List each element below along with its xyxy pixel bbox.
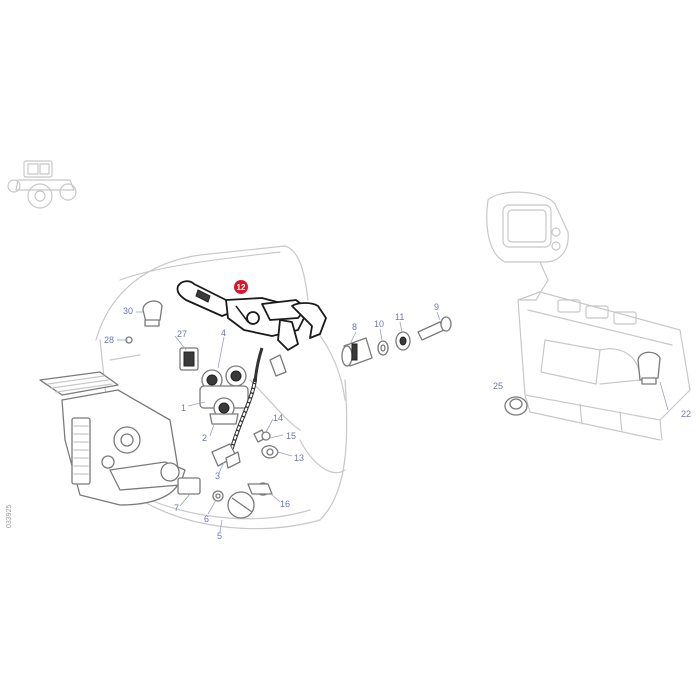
highlight-badge-12: 12 [234, 280, 248, 294]
reference-code: 033925 [6, 505, 13, 528]
label-25: 25 [493, 381, 503, 391]
label-5: 5 [217, 531, 222, 541]
label-2: 2 [202, 433, 207, 443]
cable-harness [211, 347, 287, 469]
label-12: 12 [237, 283, 246, 292]
label-4: 4 [221, 328, 226, 338]
label-16: 16 [280, 499, 290, 509]
label-27: 27 [177, 329, 187, 339]
label-3: 3 [215, 471, 220, 481]
label-7: 7 [174, 503, 179, 513]
label-10: 10 [374, 319, 384, 329]
label-1: 1 [181, 403, 186, 413]
label-30: 30 [123, 306, 133, 316]
label-28: 28 [104, 335, 114, 345]
combination-switch-12 [176, 280, 327, 351]
console-knob-22 [637, 351, 661, 385]
tractor-icon [7, 160, 77, 209]
label-15: 15 [286, 431, 296, 441]
label-11: 11 [395, 312, 404, 322]
label-14: 14 [273, 413, 283, 423]
knob-25 [504, 396, 528, 416]
label-13: 13 [294, 453, 304, 463]
bulb-30 [142, 300, 163, 327]
label-22: 22 [681, 409, 691, 419]
label-8: 8 [352, 322, 357, 332]
right-console [486, 191, 691, 441]
linkage-assembly [109, 461, 273, 519]
fastener-group [253, 429, 279, 459]
leader-lines [117, 311, 669, 533]
label-6: 6 [204, 514, 209, 524]
switch-cluster [179, 347, 249, 425]
ignition-assembly [341, 316, 452, 367]
label-9: 9 [434, 302, 439, 312]
